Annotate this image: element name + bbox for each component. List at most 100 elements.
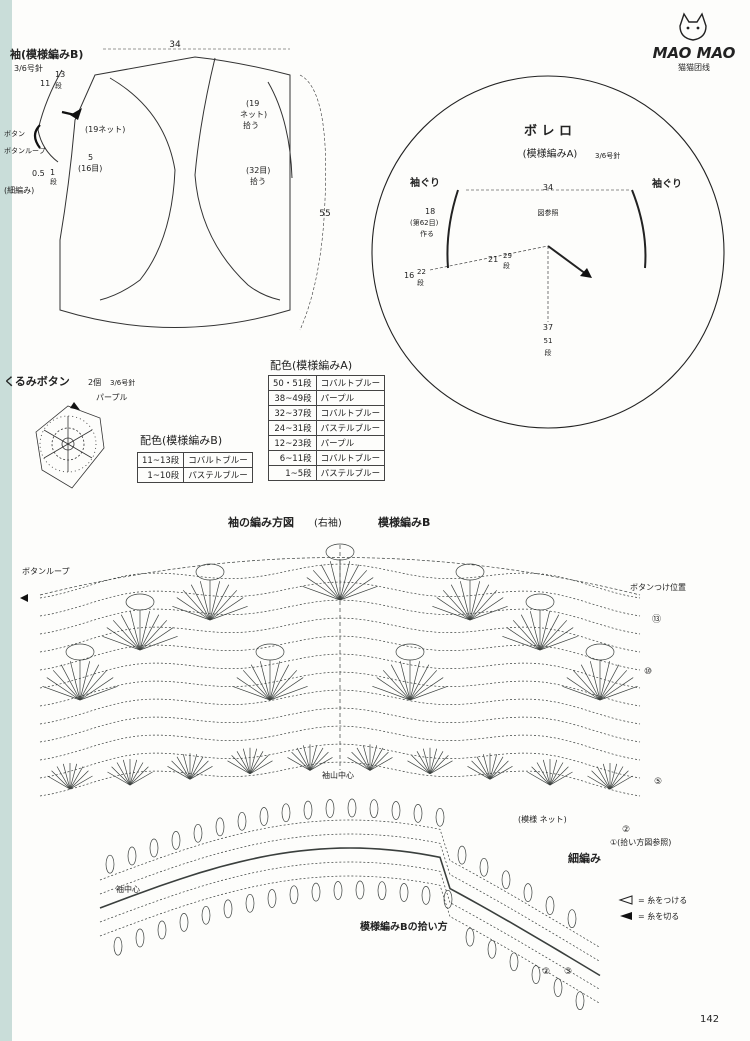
stitch-line — [390, 664, 411, 701]
pickup-row — [99, 833, 601, 962]
chain-loop — [125, 593, 155, 611]
b-16: 16 — [404, 271, 414, 280]
stitch-line — [362, 745, 371, 771]
stitch-line — [469, 597, 504, 621]
picot-stitch — [127, 846, 137, 866]
stitch-line — [189, 756, 204, 780]
cat-logo — [679, 12, 707, 41]
fine-knit-chart: 細編み — [568, 851, 601, 865]
stitch-line — [339, 561, 351, 601]
chain-row — [39, 725, 641, 761]
haishoku-a-row: 24~31段パステルブルー — [268, 420, 386, 436]
rows-unit: 段 — [55, 81, 62, 90]
stitch-line — [356, 747, 371, 771]
stitch-line — [382, 670, 411, 701]
haishoku-a-rows-cell: 6~11段 — [268, 450, 317, 466]
stitch-line — [269, 661, 281, 701]
stitch-line — [231, 755, 251, 775]
stitch-line — [339, 564, 360, 601]
b-51: 51 — [544, 337, 553, 345]
stitch-line — [129, 611, 141, 651]
bolero-title: ボ レ ロ — [524, 123, 572, 139]
stitch-line — [602, 763, 611, 790]
picot-stitch — [259, 807, 269, 826]
stitch-line — [302, 745, 311, 771]
stitch-line — [482, 754, 491, 780]
stitch-line — [369, 751, 389, 771]
stitch-line — [269, 670, 298, 701]
bolero-circle — [371, 75, 725, 429]
armhole-right: 袖ぐり — [651, 177, 682, 190]
chart-side: (右袖) — [314, 516, 342, 529]
stitch-line — [106, 627, 141, 651]
stitch-line — [506, 627, 541, 651]
picot-stitch — [567, 909, 577, 929]
stitch-line — [52, 670, 81, 701]
stitch-line — [190, 584, 211, 621]
stitch-line — [209, 605, 248, 621]
pickup-title: 模様編みBの拾い方 — [360, 920, 448, 933]
stitch-line — [309, 751, 329, 771]
stitch-line — [347, 757, 371, 771]
picot-stitch — [113, 936, 123, 956]
stitch-line — [249, 760, 273, 775]
stitch-line — [209, 597, 244, 621]
stitch-line — [351, 751, 371, 771]
stitch-line — [129, 766, 149, 786]
stitch-line — [527, 771, 551, 786]
stitch-line — [139, 611, 151, 651]
stitch-line — [51, 770, 71, 790]
picot-stitch — [457, 845, 467, 865]
kurumi-color: パープル — [96, 393, 128, 402]
right-pick: 拾う — [243, 120, 259, 130]
sleeve-center: 袖中心 — [116, 884, 140, 894]
haishoku-b-row: 1~10段パステルブルー — [136, 467, 253, 483]
haishoku-a-color-cell: コバルトブルー — [315, 375, 386, 391]
b-make: 作る — [420, 229, 434, 238]
bolero-internals — [429, 189, 647, 322]
stitch-line — [459, 581, 471, 621]
stitch-line — [167, 765, 191, 780]
chain-loop — [65, 643, 95, 661]
right-pick2: 拾う — [250, 176, 266, 186]
stitch-line — [469, 581, 481, 621]
half: 0.5 — [32, 169, 45, 178]
button-loop-label: ボタンループ — [4, 146, 46, 155]
haishoku-a-color-cell: パープル — [315, 435, 386, 451]
stitch-line — [369, 757, 393, 771]
picot-stitch — [435, 807, 445, 827]
stitch-line — [69, 766, 84, 790]
mark-10: ⑩ — [644, 667, 652, 677]
right-net: ネット) — [240, 110, 267, 119]
stitch-line — [176, 597, 211, 621]
stitch-line — [172, 605, 211, 621]
stitch-line — [309, 757, 333, 771]
stitch-line — [249, 755, 269, 775]
kurumi-needle: 3/6号針 — [110, 378, 135, 387]
stitch-line — [242, 748, 251, 774]
stitch-line — [139, 627, 174, 651]
stitch-line — [609, 763, 618, 790]
picot-stitch — [289, 885, 299, 905]
stitch-line — [587, 775, 611, 790]
haishoku-a-rows-cell: 32~37段 — [268, 405, 317, 421]
stitch-line — [69, 661, 81, 701]
stitch-line — [249, 748, 258, 774]
stitch-line — [42, 685, 81, 701]
stitch-line — [60, 664, 81, 701]
stitch-line — [372, 685, 411, 701]
sleeve-title-group: 袖(模様編みB) 3/6号針 — [10, 47, 83, 73]
stitch-line — [107, 771, 131, 786]
stitch-line — [520, 614, 541, 651]
stitch-line — [62, 763, 71, 790]
stitch-line — [596, 766, 611, 790]
mark-13: ⑬ — [652, 614, 661, 625]
haishoku-a-color-cell: パステルブルー — [315, 465, 386, 481]
stitch-line — [69, 770, 89, 790]
haishoku-b-rows-cell: 11~13段 — [136, 452, 185, 468]
stitch-line — [209, 584, 230, 621]
